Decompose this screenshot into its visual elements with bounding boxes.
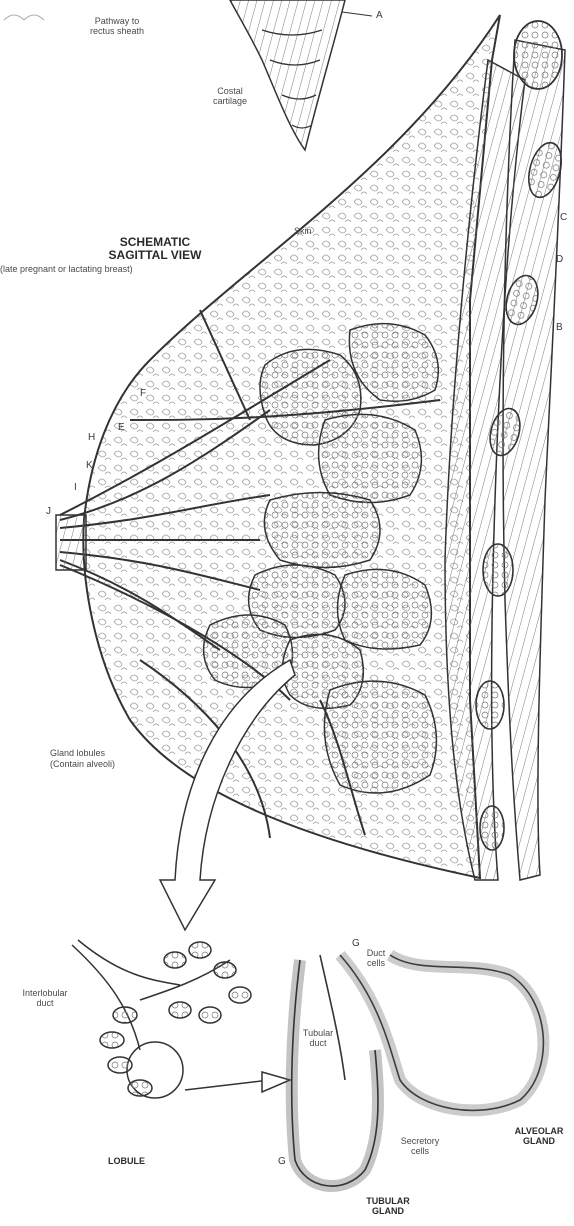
breast-outline xyxy=(83,15,500,878)
letter-b: B xyxy=(556,322,563,333)
lobule-detail xyxy=(72,940,290,1098)
nipple xyxy=(56,515,86,570)
gland-lobules-line-1: Gland lobules xyxy=(50,748,115,759)
letter-e: E xyxy=(118,422,125,433)
duct-cells-line-2: cells xyxy=(356,958,396,968)
gland-lobules-label: Gland lobules (Contain alveoli) xyxy=(50,748,115,770)
letter-i: I xyxy=(74,482,77,493)
gland-lobules-line-2: (Contain alveoli) xyxy=(50,759,115,770)
tubular-duct-line-1: Tubular xyxy=(296,1028,340,1038)
costal-line-2: cartilage xyxy=(200,96,260,106)
alveolar-line-1: ALVEOLAR xyxy=(506,1126,572,1136)
letter-f: F xyxy=(140,388,146,399)
lobule-label: LOBULE xyxy=(108,1156,145,1166)
tubular-duct-line-2: duct xyxy=(296,1038,340,1048)
costal-cartilage-label: Costal cartilage xyxy=(200,86,260,106)
title-line-2: SAGITTAL VIEW xyxy=(60,249,250,262)
tubular-gland-label: TUBULAR GLAND xyxy=(356,1196,420,1216)
secretory-line-1: Secretory xyxy=(392,1136,448,1146)
diagram-subtitle: (late pregnant or lactating breast) xyxy=(0,264,133,274)
top-left-fragment xyxy=(4,15,44,20)
letter-k: K xyxy=(86,460,93,471)
interlobular-line-2: duct xyxy=(8,998,82,1008)
tubular-duct-label: Tubular duct xyxy=(296,1028,340,1048)
tubular-gland-line-2: GLAND xyxy=(356,1206,420,1216)
letter-j: J xyxy=(46,506,51,517)
letter-g-top: G xyxy=(352,938,360,949)
letter-c: C xyxy=(560,212,567,223)
interlobular-line-1: Interlobular xyxy=(8,988,82,998)
alveolar-gland-label: ALVEOLAR GLAND xyxy=(506,1126,572,1146)
duct-cells-line-1: Duct xyxy=(356,948,396,958)
pathway-label: Pathway to rectus sheath xyxy=(72,16,162,36)
skin-label: Skin xyxy=(294,226,312,236)
letter-a: A xyxy=(376,10,383,21)
costal-line-1: Costal xyxy=(200,86,260,96)
tubular-gland-line-1: TUBULAR xyxy=(356,1196,420,1206)
pathway-line-1: Pathway to xyxy=(72,16,162,26)
duct-cells-label: Duct cells xyxy=(356,948,396,968)
letter-h: H xyxy=(88,432,95,443)
diagram-title: SCHEMATIC SAGITTAL VIEW xyxy=(60,236,250,262)
letter-g-bottom: G xyxy=(278,1156,286,1167)
alveolar-line-2: GLAND xyxy=(506,1136,572,1146)
costal-cartilage-fragment xyxy=(230,0,372,150)
letter-d: D xyxy=(556,254,563,265)
pathway-line-2: rectus sheath xyxy=(72,26,162,36)
secretory-cells-label: Secretory cells xyxy=(392,1136,448,1156)
interlobular-duct-label: Interlobular duct xyxy=(8,988,82,1008)
secretory-line-2: cells xyxy=(392,1146,448,1156)
